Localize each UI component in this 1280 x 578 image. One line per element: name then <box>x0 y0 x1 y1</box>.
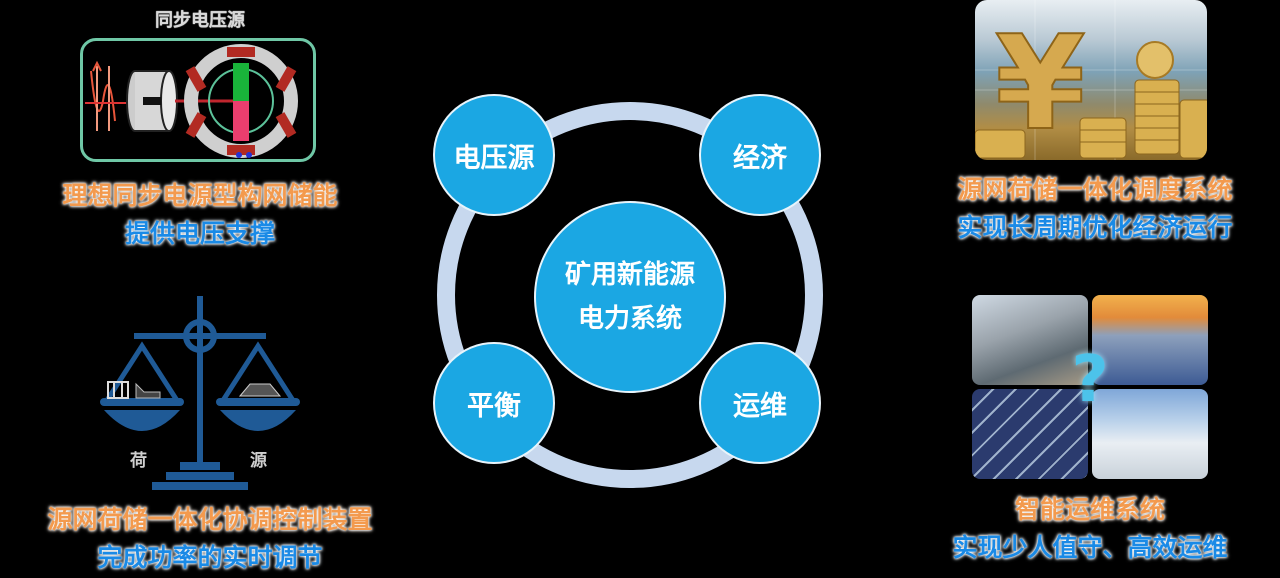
synchronous-generator-icon <box>85 44 298 158</box>
yuan-coins-photo: ¥ <box>975 0 1207 160</box>
top-left-caption-line1: 理想同步电源型构网储能 <box>62 181 338 210</box>
bottom-left-caption: 源网荷储一体化协调控制装置 完成功率的实时调节 <box>0 500 420 574</box>
sunset-wind-farm-photo <box>1092 295 1208 385</box>
node-voltage-source: 电压源 <box>435 96 553 214</box>
mine-site-photo <box>972 295 1088 385</box>
scale-label-load: 荷 <box>130 451 147 471</box>
top-right-caption-line2: 实现长周期优化经济运行 <box>957 213 1233 242</box>
bottom-right-caption-line1: 智能运维系统 <box>1014 495 1165 524</box>
center-label-line2: 电力系统 <box>577 304 682 334</box>
node-economy: 经济 <box>701 96 819 214</box>
node-operation-maintenance-label: 运维 <box>733 390 787 422</box>
node-economy-label: 经济 <box>733 142 787 174</box>
bottom-right-caption: 智能运维系统 实现少人值守、高效运维 <box>900 490 1280 564</box>
node-balance: 平衡 <box>435 344 553 462</box>
balance-scale-icon <box>100 296 300 490</box>
top-right-caption-line1: 源网荷储一体化调度系统 <box>957 175 1233 204</box>
center-label-line1: 矿用新能源 <box>564 260 695 290</box>
scale-label-source: 源 <box>250 451 267 471</box>
wind-turbine-technician-photo <box>1092 389 1208 479</box>
balance-scale-figure: 荷 源 <box>100 292 310 492</box>
top-right-caption: 源网荷储一体化调度系统 实现长周期优化经济运行 <box>910 170 1280 244</box>
node-operation-maintenance: 运维 <box>701 344 819 462</box>
node-center-system: 矿用新能源 电力系统 <box>536 203 724 391</box>
top-left-caption-line2: 提供电压支撑 <box>124 219 275 248</box>
solar-panel-workers-photo <box>972 389 1088 479</box>
node-balance-label: 平衡 <box>467 390 521 422</box>
bottom-left-caption-line1: 源网荷储一体化协调控制装置 <box>47 505 373 534</box>
yuan-symbol-icon: ¥ <box>975 0 1207 160</box>
sync-source-title: 同步电压源 <box>155 10 245 31</box>
top-left-caption: 理想同步电源型构网储能 提供电压支撑 <box>20 176 380 250</box>
mine-solar-wind-collage: ? <box>972 295 1208 481</box>
sync-generator-figure <box>80 38 316 162</box>
question-mark-icon: ? <box>1071 343 1109 417</box>
bottom-left-caption-line2: 完成功率的实时调节 <box>97 543 323 572</box>
node-voltage-source-label: 电压源 <box>453 142 535 174</box>
bottom-right-caption-line2: 实现少人值守、高效运维 <box>952 533 1228 562</box>
